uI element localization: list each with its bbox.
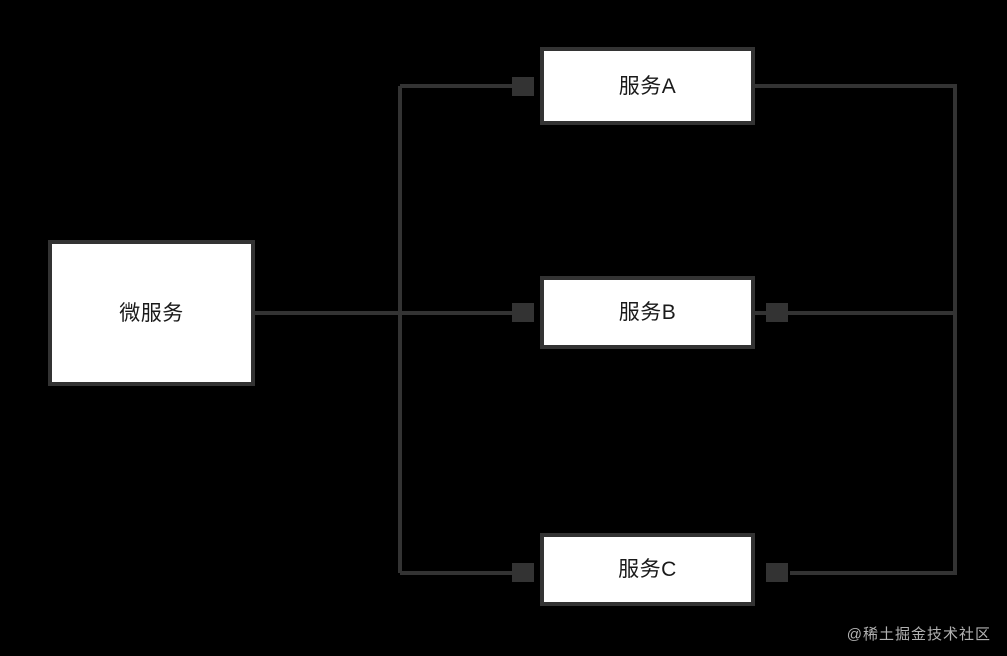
node-microservice[interactable]: 微服务 — [48, 240, 255, 386]
arrowhead-block-service-a-left — [512, 77, 534, 96]
node-service-b-label: 服务B — [618, 301, 677, 324]
edge-bus-to-service-c — [400, 563, 534, 582]
edge-service-a-to-service-b — [755, 84, 957, 322]
node-service-c[interactable]: 服务C — [540, 533, 755, 606]
arrowhead-block-service-c-left — [512, 563, 534, 582]
arrowhead-block-service-b-left — [512, 303, 534, 322]
node-service-a-label: 服务A — [618, 74, 677, 98]
node-microservice-label: 微服务 — [119, 301, 184, 325]
node-service-c-label: 服务C — [618, 558, 677, 581]
node-service-a[interactable]: 服务A — [540, 47, 755, 125]
edge-service-b-to-service-c — [755, 311, 957, 582]
node-service-b[interactable]: 服务B — [540, 276, 755, 349]
watermark-text: @稀土掘金技术社区 — [846, 626, 991, 643]
edge-bus-to-service-b — [400, 303, 534, 322]
edge-bus-to-service-a — [400, 77, 534, 96]
arrowhead-block-service-c-right — [766, 563, 788, 582]
